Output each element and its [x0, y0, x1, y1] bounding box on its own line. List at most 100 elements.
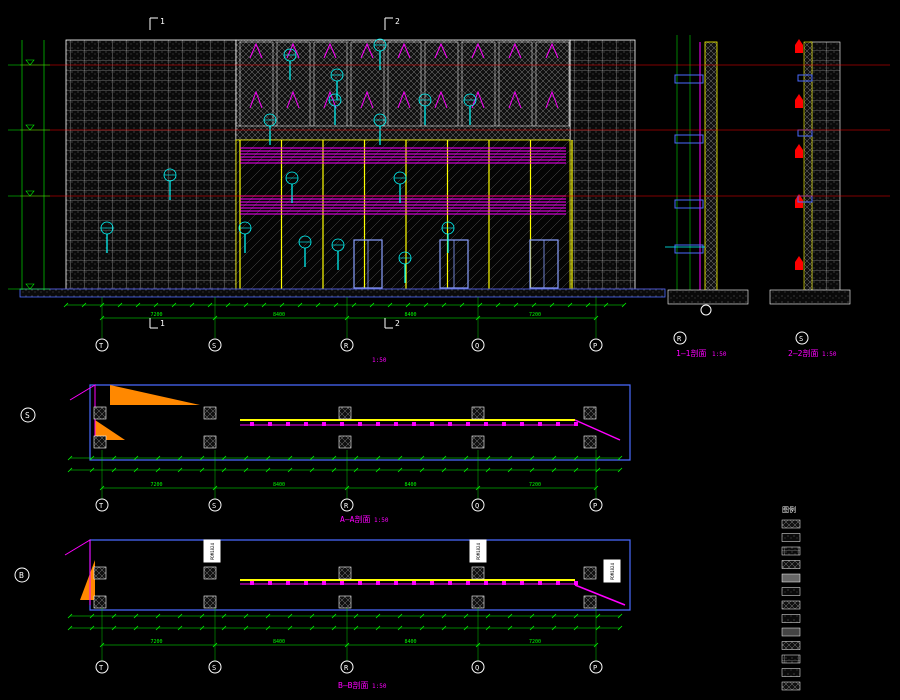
section-1-title: 1—1剖面 — [676, 348, 706, 358]
plan-dimension: 8400 — [273, 639, 285, 645]
column — [93, 406, 107, 420]
legend-swatch — [781, 614, 801, 623]
axis-bubble-label: P — [593, 664, 597, 672]
plan-b-title: B—B剖面 — [338, 680, 368, 690]
legend-heading: 图例 — [782, 505, 796, 514]
legend-swatch — [781, 681, 801, 691]
red-detail — [795, 39, 803, 53]
arch-motif — [508, 42, 522, 59]
legend-swatch — [781, 627, 801, 637]
legend-swatch — [781, 641, 801, 650]
plan-dimension: 7200 — [529, 482, 541, 488]
column — [583, 435, 597, 449]
mesh-band — [235, 125, 571, 141]
elevation-scale: 1:50 — [372, 357, 387, 364]
axis-bubble-label: T — [99, 664, 104, 672]
section-mark-bottom-2: 2 — [395, 319, 400, 328]
red-detail — [795, 94, 803, 108]
arch-motif — [249, 90, 263, 109]
axis-bubble — [589, 660, 603, 674]
legend-swatch — [781, 587, 801, 596]
plan-dimension: 7200 — [151, 639, 163, 645]
ground-hatch — [19, 288, 666, 298]
axis-bubble — [340, 660, 354, 674]
section-1-1: R 1—1剖面 1:50 — [665, 35, 760, 358]
axis-bubble-label: P — [593, 502, 597, 510]
column — [203, 566, 217, 580]
section-2-axis-label: S — [799, 335, 803, 343]
legend-swatch — [781, 533, 801, 542]
arch-motif — [397, 90, 411, 109]
section-1-axis-label: R — [677, 335, 682, 343]
axis-bubble — [589, 498, 603, 512]
column — [338, 566, 352, 580]
legend-swatch — [781, 573, 801, 583]
axis-bubble-label: Q — [475, 342, 479, 350]
arch-motif — [434, 90, 448, 109]
arch-motif — [360, 90, 374, 109]
plan-a-scale: 1:50 — [374, 517, 389, 524]
axis-bubble-label: S — [212, 342, 216, 350]
plan-b-scale: 1:50 — [372, 683, 387, 690]
legend-swatch — [781, 654, 801, 664]
arch-motif — [323, 42, 337, 59]
arch-motif — [360, 42, 374, 59]
red-detail — [795, 256, 803, 270]
arch-motif — [434, 42, 448, 59]
plan-b-side-bubble: B — [19, 571, 24, 580]
axis-bubble — [340, 498, 354, 512]
legend-swatch — [781, 600, 801, 610]
axis-bubble — [208, 338, 222, 352]
section-mark-bottom-1: 1 — [160, 319, 165, 328]
section-1-axis-bubble — [673, 331, 687, 345]
column — [203, 595, 217, 609]
column — [93, 435, 107, 449]
section-mark-top-2: 2 — [395, 17, 400, 26]
floor-slab — [674, 244, 704, 254]
arch-motif — [286, 90, 300, 109]
column — [93, 566, 107, 580]
section-2-scale: 1:50 — [822, 351, 837, 358]
legend-swatch — [781, 668, 801, 677]
section-2-title: 2—2剖面 — [788, 348, 818, 358]
axis-bubble — [95, 338, 109, 352]
axis-bubble-label: P — [593, 342, 597, 350]
floor-slab — [674, 199, 704, 209]
axis-bubble — [95, 660, 109, 674]
plan-dimension: 8400 — [405, 639, 417, 645]
arch-motif — [249, 42, 263, 59]
axis-bubble — [471, 338, 485, 352]
axis-bubble-label: Q — [475, 502, 479, 510]
axis-bubble — [208, 660, 222, 674]
arch-motif — [471, 42, 485, 59]
arch-motif — [286, 42, 300, 59]
arch-motif — [508, 90, 522, 109]
axis-bubble — [471, 498, 485, 512]
section-2-2: S 2—2剖面 1:50 — [760, 39, 890, 358]
column — [471, 595, 485, 609]
column — [338, 435, 352, 449]
column — [203, 435, 217, 449]
red-detail — [795, 194, 803, 208]
elevation-glass-curtain — [235, 139, 571, 291]
section-mark-top-1: 1 — [160, 17, 165, 26]
axis-bubble-label: S — [212, 664, 216, 672]
door-tag: PDM1824 — [610, 563, 615, 580]
column — [471, 566, 485, 580]
door-tag-box — [603, 559, 621, 583]
axis-bubble — [340, 338, 354, 352]
column — [338, 406, 352, 420]
column — [471, 435, 485, 449]
column — [338, 595, 352, 609]
axis-bubble-label: T — [99, 502, 104, 510]
column — [93, 595, 107, 609]
floor-slab — [674, 74, 704, 84]
axis-bubble — [95, 498, 109, 512]
door-tag: PDM1824 — [476, 543, 481, 560]
elevation-upper-mesh — [235, 39, 571, 141]
axis-bubble-label: T — [99, 342, 104, 350]
elevation-dimension: 7200 — [151, 312, 163, 318]
